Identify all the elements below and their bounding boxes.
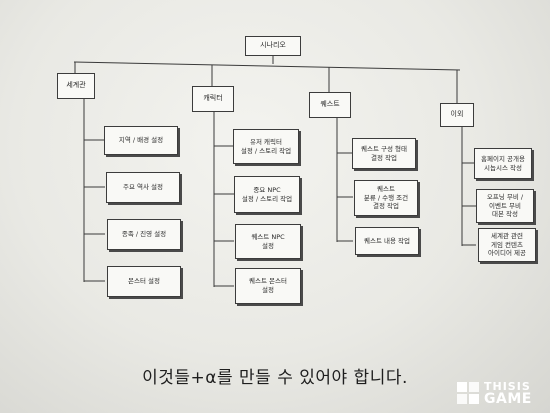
worldview-item-race: 종족 / 진영 설정	[107, 219, 181, 250]
character-item-user: 유저 캐릭터 설정 / 스토리 작업	[233, 129, 299, 164]
watermark-line2: GAME	[484, 391, 532, 407]
category-character: 캐릭터	[192, 86, 234, 112]
other-item-movie-script: 오프닝 무비 / 이벤트 무비 대본 작성	[476, 189, 534, 223]
other-item-synopsis: 홈페이지 공개용 시놉시스 작성	[474, 148, 532, 179]
category-quest: 퀘스트	[309, 92, 351, 118]
root-node: 시나리오	[245, 36, 301, 56]
slide-caption: 이것들+α를 만들 수 있어야 합니다.	[142, 368, 408, 388]
quest-item-structure: 퀘스트 구성 형태 결정 작업	[352, 138, 416, 169]
worldview-item-monster: 몬스터 설정	[107, 266, 181, 297]
worldview-item-history: 주요 역사 설정	[106, 172, 180, 203]
category-bus	[73, 61, 461, 71]
character-item-quest-monster: 퀘스트 몬스터 설정	[235, 268, 301, 304]
watermark-logo: THISIS GAME	[456, 378, 546, 408]
watermark-line1: THISIS	[484, 380, 531, 393]
category-other: 이외	[440, 103, 474, 127]
character-item-quest-npc: 퀘스트 NPC 설정	[235, 224, 301, 259]
character-item-npc: 중요 NPC 설정 / 스토리 작업	[234, 176, 300, 213]
other-item-content-idea: 세계관 관련 게임 컨텐츠 아이디어 제공	[478, 228, 536, 262]
logo-grid-icon	[457, 382, 479, 404]
category-worldview: 세계관	[57, 73, 95, 99]
quest-item-content: 퀘스트 내용 작업	[355, 227, 419, 255]
quest-item-classification: 퀘스트 분류 / 수행 조건 결정 작업	[354, 180, 418, 216]
worldview-item-region: 지역 / 배경 설정	[104, 126, 178, 155]
